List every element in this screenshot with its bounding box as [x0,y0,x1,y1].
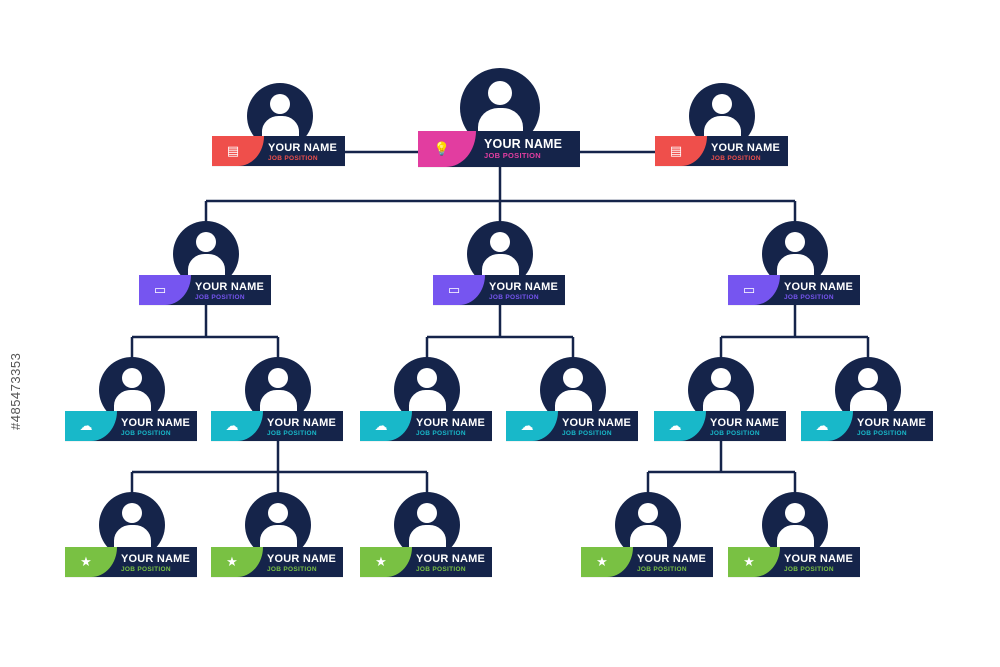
job-position: JOB POSITION [784,294,834,301]
folder-icon: ▭ [742,282,756,298]
person-name: YOUR NAME [267,553,337,565]
job-position: JOB POSITION [121,430,171,437]
person-name: YOUR NAME [489,281,559,293]
person-name: YOUR NAME [121,553,191,565]
person-name: YOUR NAME [484,137,563,151]
role-badge: ★ [211,547,263,577]
folder-icon: ▭ [447,282,461,298]
cloud-icon: ☁ [374,418,388,434]
job-position: JOB POSITION [484,151,541,160]
job-position: JOB POSITION [857,430,907,437]
person-name: YOUR NAME [268,142,338,154]
job-position: JOB POSITION [710,430,760,437]
job-position: JOB POSITION [121,566,171,573]
role-badge: ▤ [655,136,707,166]
role-badge: ★ [65,547,117,577]
job-position: JOB POSITION [784,566,834,573]
cloud-icon: ☁ [520,418,534,434]
job-position: JOB POSITION [267,430,317,437]
star-icon: ★ [80,554,92,570]
connector-lines [130,150,870,494]
person-name: YOUR NAME [416,553,486,565]
job-position: JOB POSITION [637,566,687,573]
person-name: YOUR NAME [710,417,780,429]
document-icon: ▤ [669,143,683,159]
stock-id-watermark: #485473353 [8,352,23,430]
document-icon: ▤ [226,143,240,159]
person-name: YOUR NAME [121,417,191,429]
person-name: YOUR NAME [857,417,927,429]
job-position: JOB POSITION [711,155,761,162]
job-position: JOB POSITION [489,294,539,301]
role-badge: ▭ [139,275,191,305]
person-name: YOUR NAME [562,417,632,429]
star-icon: ★ [226,554,238,570]
job-position: JOB POSITION [267,566,317,573]
job-position: JOB POSITION [416,566,466,573]
job-position: JOB POSITION [268,155,318,162]
role-badge: ▭ [433,275,485,305]
lightbulb-icon: 💡 [433,141,451,157]
star-icon: ★ [375,554,387,570]
role-badge: ☁ [360,411,412,441]
role-badge: ☁ [65,411,117,441]
role-badge: ☁ [506,411,558,441]
role-badge: ★ [728,547,780,577]
person-name: YOUR NAME [637,553,707,565]
role-badge: ★ [581,547,633,577]
person-name: YOUR NAME [416,417,486,429]
role-badge: ▭ [728,275,780,305]
person-name: YOUR NAME [711,142,781,154]
role-badge: ★ [360,547,412,577]
star-icon: ★ [596,554,608,570]
cloud-icon: ☁ [815,418,829,434]
job-position: JOB POSITION [416,430,466,437]
role-badge: ▤ [212,136,264,166]
cloud-icon: ☁ [668,418,682,434]
person-name: YOUR NAME [784,281,854,293]
person-name: YOUR NAME [784,553,854,565]
job-position: JOB POSITION [562,430,612,437]
role-badge: ☁ [801,411,853,441]
job-position: JOB POSITION [195,294,245,301]
cloud-icon: ☁ [225,418,239,434]
role-badge: ☁ [654,411,706,441]
folder-icon: ▭ [153,282,167,298]
person-name: YOUR NAME [195,281,265,293]
person-name: YOUR NAME [267,417,337,429]
star-icon: ★ [743,554,755,570]
cloud-icon: ☁ [79,418,93,434]
role-badge: ☁ [211,411,263,441]
role-badge: 💡 [418,131,476,167]
